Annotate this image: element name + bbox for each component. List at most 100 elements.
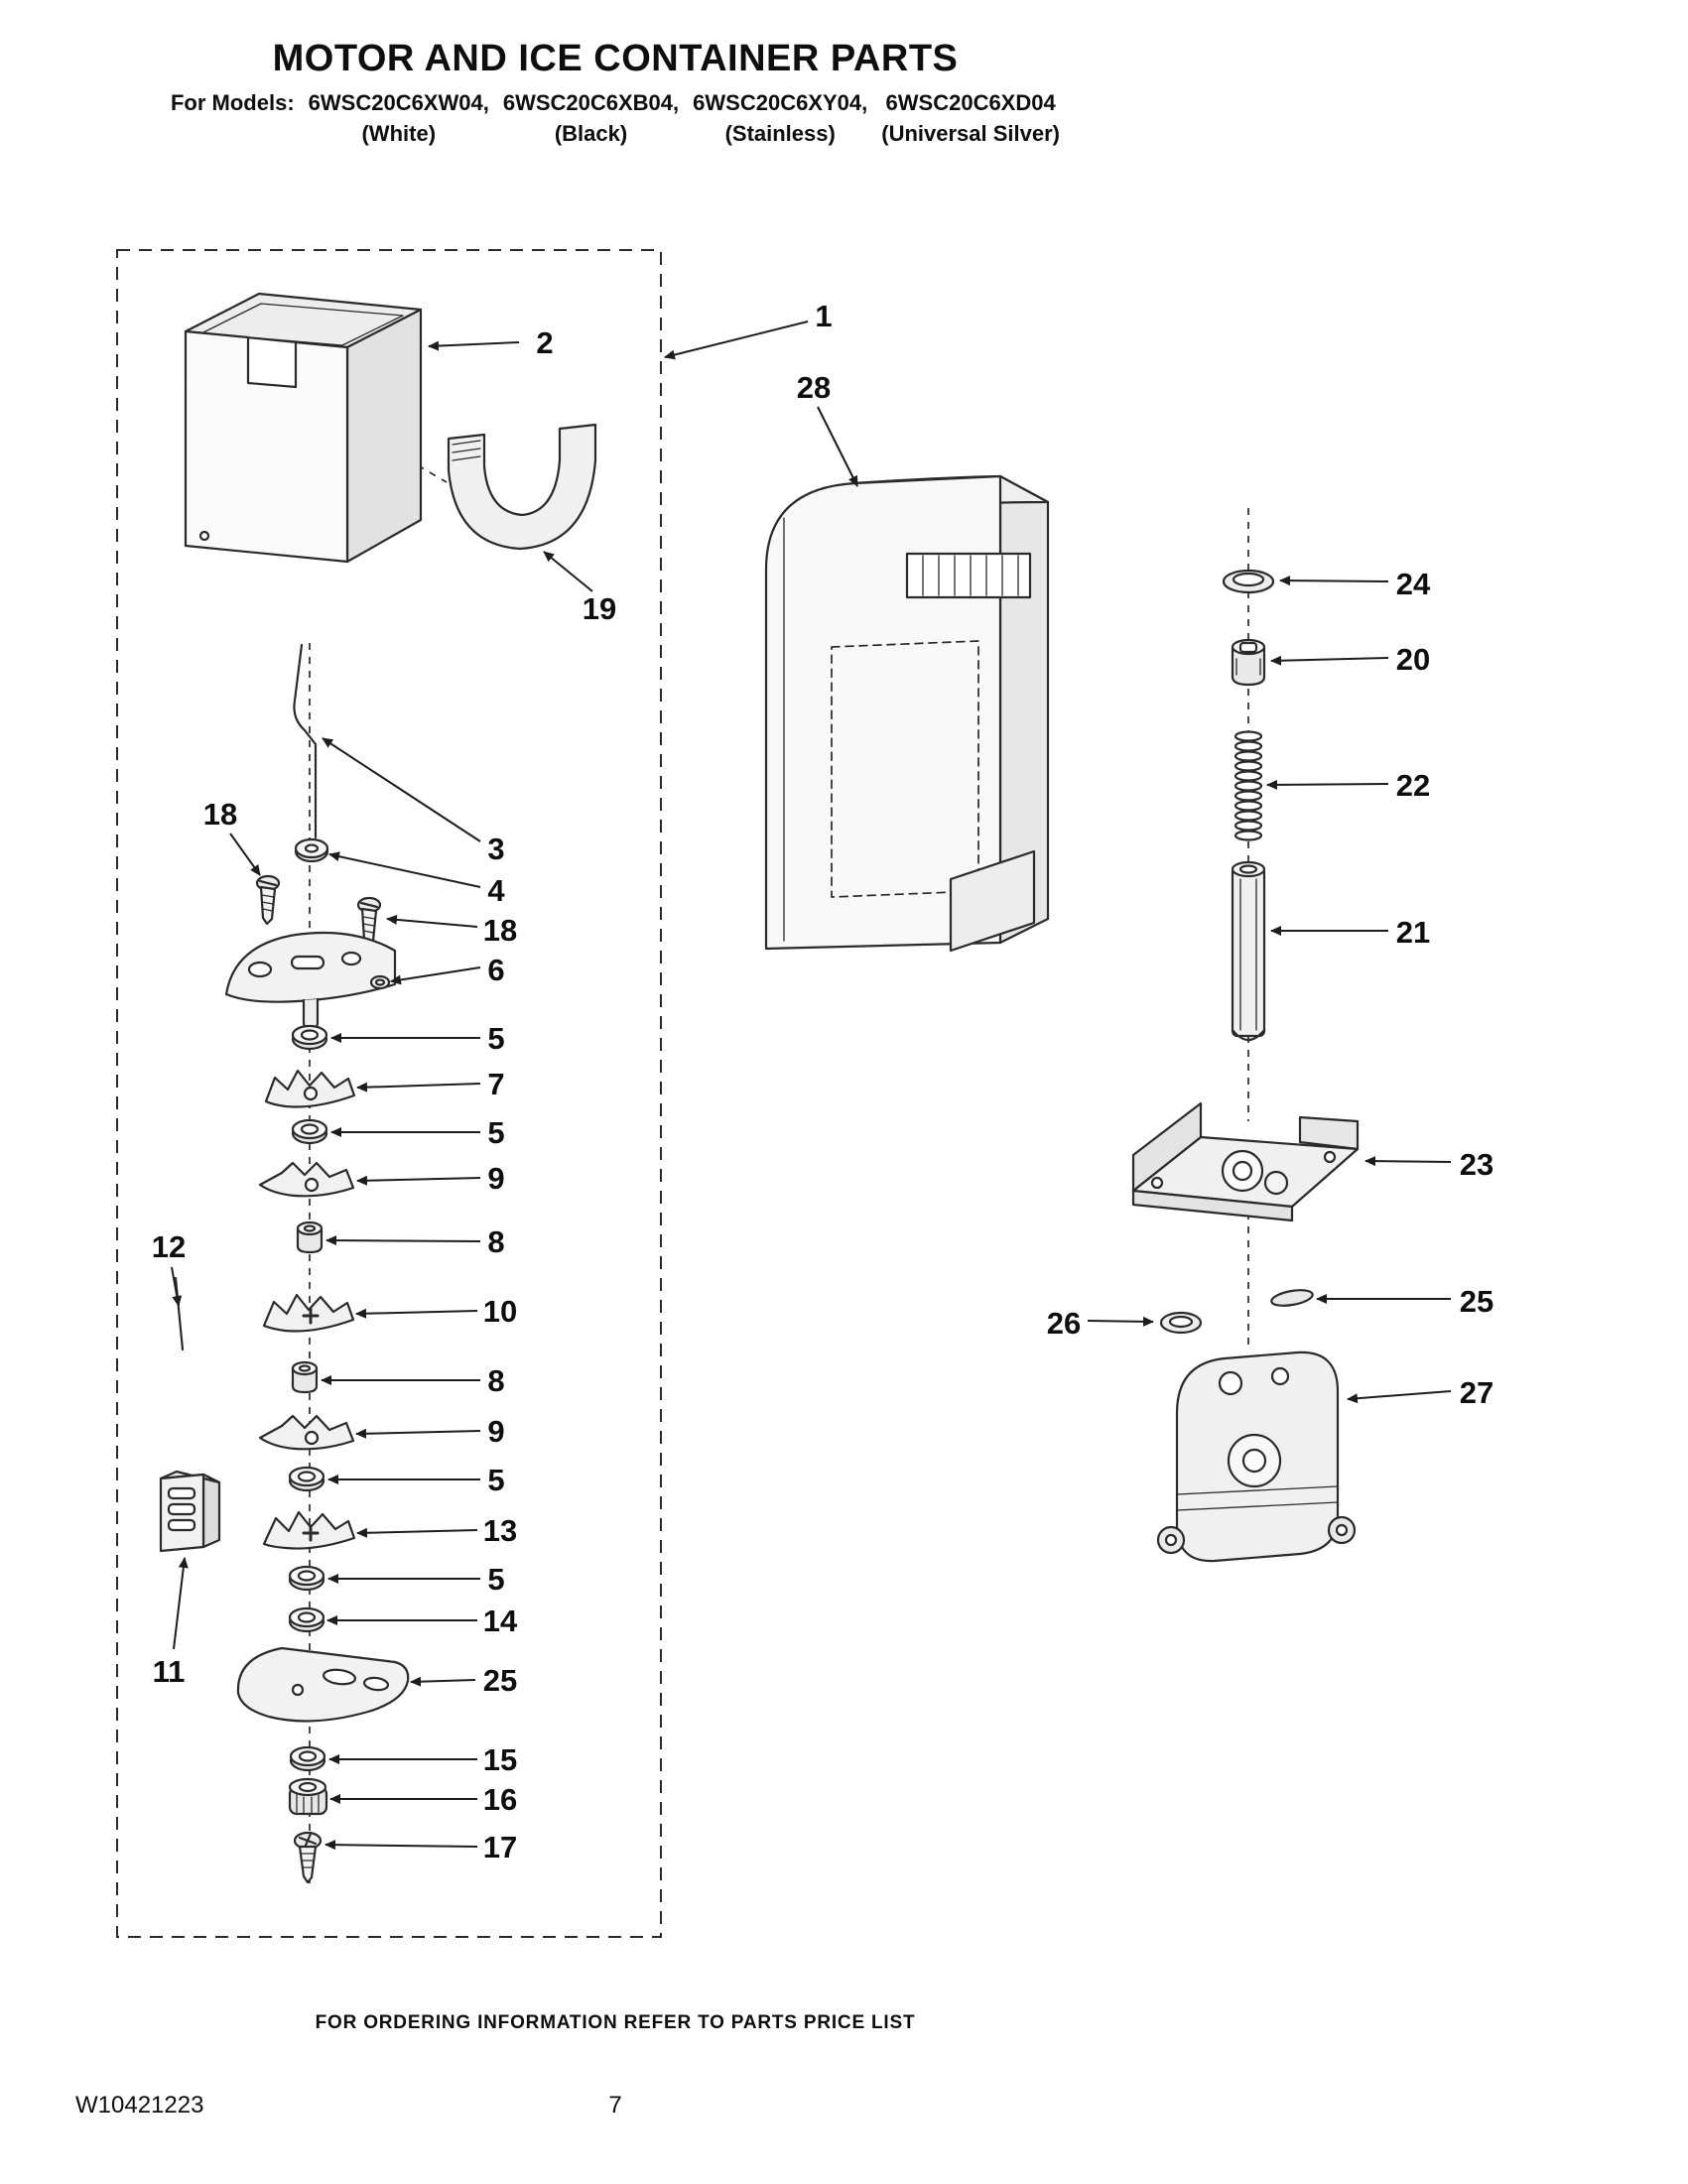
callout-17: 17 <box>483 1830 517 1864</box>
callout-21: 21 <box>1396 915 1430 950</box>
leader-line-13 <box>356 1527 478 1538</box>
part-14-washer <box>288 1606 325 1633</box>
callout-27: 27 <box>1460 1375 1493 1410</box>
part-23-motor-mounting-plate <box>1131 1101 1360 1222</box>
model-code: 6WSC20C6XB04, <box>502 90 680 115</box>
part-mounting-bracket <box>224 931 397 1032</box>
callout-25: 25 <box>483 1663 517 1698</box>
callout-1: 1 <box>815 299 832 333</box>
part-3-wire-shaft <box>293 643 318 839</box>
leader-line-19 <box>543 551 593 592</box>
part-28-ice-container-cover <box>764 474 1050 953</box>
model-finish: (Stainless) <box>724 121 836 146</box>
part-5-bearing <box>291 1118 328 1145</box>
callout-26: 26 <box>1047 1306 1081 1341</box>
part-8-spacer <box>291 1360 319 1394</box>
part-20-coupler <box>1231 638 1266 687</box>
callout-6: 6 <box>487 953 504 987</box>
part-21-auger-shaft <box>1231 860 1266 1042</box>
callout-28: 28 <box>797 370 831 405</box>
leader-line-20 <box>1270 655 1389 666</box>
models-row: For Models: 6WSC20C6XW04, (White) 6WSC20… <box>5 92 1226 145</box>
callout-7: 7 <box>487 1067 504 1101</box>
part-4-nut <box>294 837 329 863</box>
leader-line-9 <box>355 1428 481 1439</box>
part-22-spring <box>1234 730 1263 841</box>
callout-5: 5 <box>487 1021 504 1056</box>
header: MOTOR AND ICE CONTAINER PARTS For Models… <box>5 38 1226 145</box>
leader-line-27 <box>1347 1390 1452 1404</box>
callout-layer: 2128191834186575981089513514251516171211… <box>152 299 1493 1864</box>
leader-line-2 <box>428 340 520 351</box>
part-24-grommet <box>1222 569 1275 594</box>
part-18-screw <box>356 896 382 948</box>
leader-line-28 <box>817 406 858 487</box>
part-10-blade <box>262 1293 355 1333</box>
callout-5: 5 <box>487 1562 504 1597</box>
part-8-spacer <box>296 1220 324 1254</box>
leader-line-24 <box>1279 576 1389 586</box>
callout-15: 15 <box>483 1742 517 1777</box>
callout-5: 5 <box>487 1463 504 1497</box>
callout-20: 20 <box>1396 642 1430 677</box>
part-26-seal <box>1159 1311 1203 1335</box>
model-entry: 6WSC20C6XW04, (White) <box>309 92 489 145</box>
leader-line-1 <box>664 321 809 360</box>
part-25-crusher-plate <box>236 1646 410 1723</box>
model-finish: (White) <box>361 121 437 146</box>
leader-line-23 <box>1364 1156 1452 1167</box>
leader-line-10 <box>355 1308 478 1319</box>
leader-line-6 <box>390 966 481 985</box>
part-17-screw <box>293 1831 323 1884</box>
part-19-auger-support <box>447 423 597 551</box>
leader-line-25 <box>410 1676 476 1687</box>
callout-3: 3 <box>487 832 504 866</box>
part-5-bearing <box>291 1024 328 1051</box>
callout-14: 14 <box>483 1604 518 1638</box>
part-27-motor <box>1156 1350 1357 1563</box>
callout-9: 9 <box>487 1161 504 1196</box>
part-7-crusher-blade <box>264 1069 356 1108</box>
doc-number: W10421223 <box>75 2092 204 2119</box>
leader-line-22 <box>1266 779 1389 790</box>
part-25-shim <box>1270 1289 1314 1307</box>
callout-5: 5 <box>487 1115 504 1150</box>
part-9-blade <box>258 1414 355 1451</box>
callout-25: 25 <box>1460 1284 1493 1319</box>
model-entry: 6WSC20C6XD04 (Universal Silver) <box>881 92 1060 145</box>
model-finish: (Universal Silver) <box>881 121 1060 146</box>
callout-18: 18 <box>483 913 517 948</box>
callout-16: 16 <box>483 1782 517 1817</box>
part-2-ice-bucket <box>184 292 423 564</box>
ordering-note: FOR ORDERING INFORMATION REFER TO PARTS … <box>315 2012 916 2033</box>
page-number: 7 <box>608 2092 622 2119</box>
part-6-washer <box>369 974 391 990</box>
leader-line-8 <box>325 1235 481 1246</box>
part-13-blade <box>262 1510 356 1550</box>
callout-11: 11 <box>153 1654 186 1689</box>
part-5-bearing <box>288 1466 325 1492</box>
page-title: MOTOR AND ICE CONTAINER PARTS <box>272 38 959 79</box>
leader-line-4 <box>328 851 481 888</box>
models-prefix: For Models: <box>170 90 295 115</box>
part-5-bearing <box>288 1565 325 1592</box>
callout-10: 10 <box>483 1294 517 1329</box>
leader-line-18 <box>229 833 261 876</box>
callout-24: 24 <box>1396 567 1431 601</box>
callout-4: 4 <box>487 873 505 908</box>
leader-line-11 <box>173 1557 189 1650</box>
callout-22: 22 <box>1396 768 1430 803</box>
callout-9: 9 <box>487 1414 504 1449</box>
part-12-pin <box>174 1276 185 1351</box>
part-15-washer <box>289 1745 326 1772</box>
callout-12: 12 <box>152 1229 186 1264</box>
callout-8: 8 <box>487 1224 504 1259</box>
part-9-blade <box>258 1161 355 1198</box>
part-18-screw <box>255 874 281 926</box>
model-entry: 6WSC20C6XY04, (Stainless) <box>693 92 867 145</box>
callout-23: 23 <box>1460 1147 1493 1182</box>
assembly-boundary-box <box>116 249 662 1938</box>
leader-line-26 <box>1087 1316 1154 1327</box>
model-finish: (Black) <box>554 121 628 146</box>
model-code: 6WSC20C6XD04 <box>885 90 1056 115</box>
